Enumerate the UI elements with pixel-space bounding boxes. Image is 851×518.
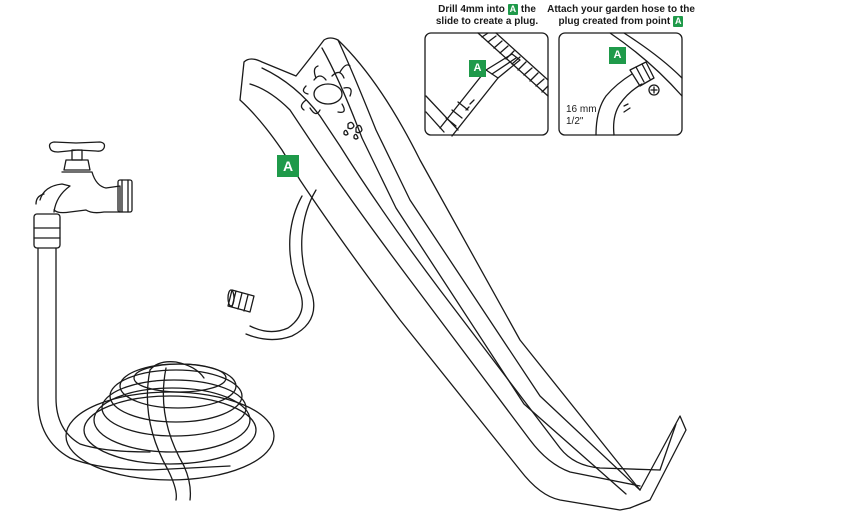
slide bbox=[239, 37, 687, 511]
faucet bbox=[35, 141, 133, 214]
callout-badge-inline: A bbox=[507, 4, 519, 15]
step2-caption-before: plug created from point bbox=[558, 16, 671, 27]
callout-badge-inline: A bbox=[672, 16, 684, 27]
step1-caption: Drill 4mm into A the slide to create a p… bbox=[420, 4, 554, 28]
size-mm-label: 16 mm bbox=[566, 104, 597, 115]
callout-badge-attach: A bbox=[609, 47, 626, 64]
step2-caption: Attach your garden hose to the plug crea… bbox=[546, 4, 696, 28]
inset-attach bbox=[558, 32, 683, 136]
inset-drill bbox=[424, 32, 549, 137]
size-inch-label: 1/2" bbox=[566, 116, 584, 127]
callout-badge-main: A bbox=[277, 155, 299, 177]
callout-badge-drill: A bbox=[469, 60, 486, 77]
step2-caption-line1: Attach your garden hose to the bbox=[547, 4, 695, 15]
step1-caption-line2: slide to create a plug. bbox=[435, 16, 539, 27]
step1-caption-before: Drill 4mm into bbox=[438, 4, 505, 15]
step1-caption-after: the bbox=[520, 4, 536, 15]
garden-hose bbox=[33, 213, 275, 501]
splash-decoration bbox=[300, 64, 363, 140]
slide-hose bbox=[227, 189, 317, 341]
